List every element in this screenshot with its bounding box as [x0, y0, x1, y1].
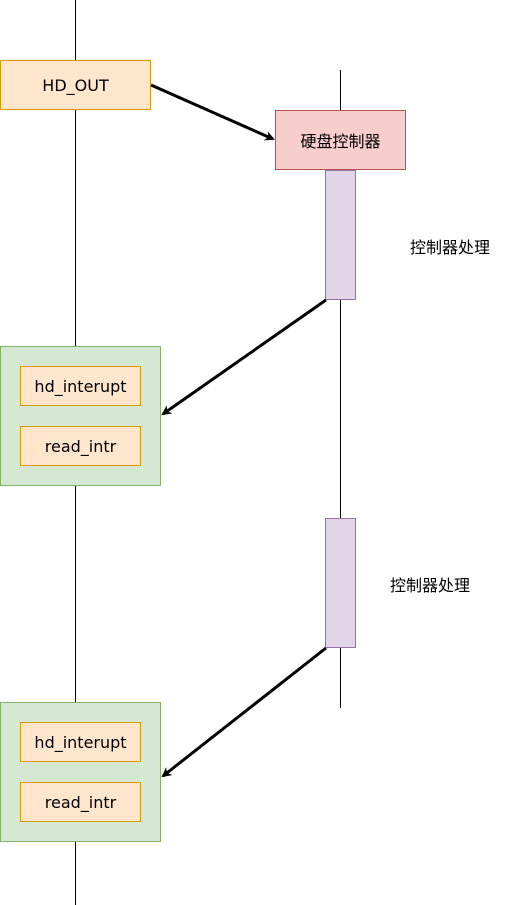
activation-bar-1: [325, 170, 356, 300]
right-lifeline-top: [340, 70, 341, 110]
read-intr-node-1: read_intr: [20, 426, 141, 466]
left-lifeline-top: [75, 0, 76, 60]
hd-out-node: HD_OUT: [0, 60, 151, 110]
hd-interupt-node-1: hd_interupt: [20, 366, 141, 406]
read-intr-node-2: read_intr: [20, 782, 141, 822]
right-lifeline-mid: [340, 300, 341, 518]
right-lifeline-bottom: [340, 648, 341, 708]
arrow-controller-to-group-1: [161, 298, 327, 416]
controller-processing-label-2: 控制器处理: [390, 576, 471, 595]
disk-controller-node: 硬盘控制器: [275, 110, 406, 170]
left-lifeline-bottom: [75, 842, 76, 905]
left-lifeline-mid2: [75, 486, 76, 702]
controller-processing-label-1: 控制器处理: [410, 238, 491, 257]
left-lifeline-mid1: [75, 110, 76, 346]
arrow-controller-to-group-2: [161, 646, 327, 778]
arrow-hd-out-to-controller: [150, 83, 275, 141]
activation-bar-2: [325, 518, 356, 648]
hd-interupt-node-2: hd_interupt: [20, 722, 141, 762]
